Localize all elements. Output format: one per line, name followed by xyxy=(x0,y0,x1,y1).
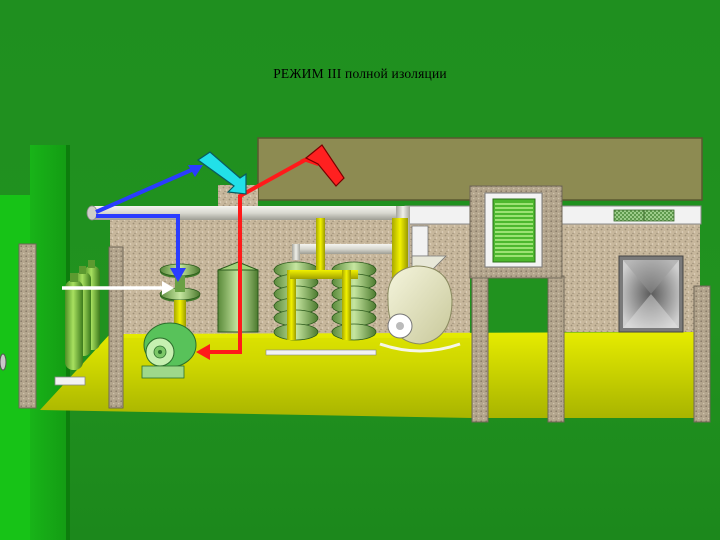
centrifugal-fan xyxy=(379,218,461,353)
cyan-block-arrow xyxy=(196,151,247,195)
column-mid xyxy=(471,275,489,423)
white-arrow xyxy=(62,281,174,295)
slide-title: РЕЖИМ III полной изоляции xyxy=(273,66,447,81)
column-left-1 xyxy=(18,243,37,409)
intake-grille xyxy=(492,198,536,263)
red-block-arrow xyxy=(304,144,345,187)
column-right-2 xyxy=(693,285,711,423)
filter-base-plate xyxy=(265,349,377,356)
blue-arrow-path xyxy=(95,165,203,282)
air-intake-shaft xyxy=(469,185,563,279)
vent-grille-small xyxy=(613,209,675,222)
electric-blower xyxy=(141,322,197,379)
column-right-1 xyxy=(547,275,565,423)
protective-door xyxy=(618,255,684,333)
air-flow-arrows xyxy=(62,144,345,360)
column-left-2 xyxy=(108,246,124,409)
